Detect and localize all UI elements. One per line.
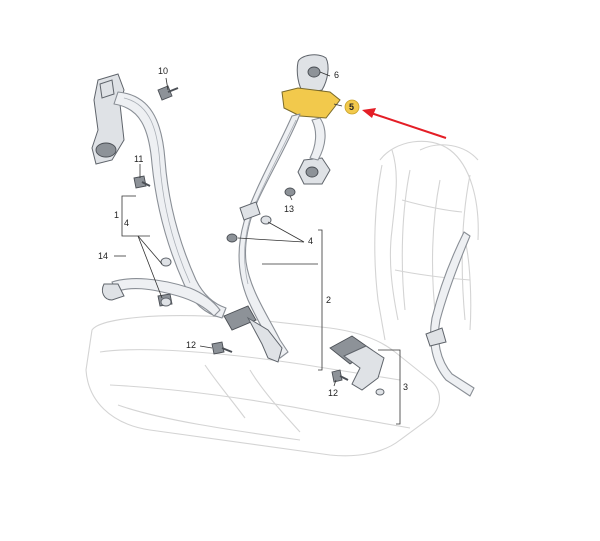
red-arrow	[362, 108, 447, 139]
highlighted-part-5	[281, 87, 341, 119]
callout-3: 3	[403, 382, 408, 392]
callout-4-center: 4	[308, 236, 313, 246]
callout-6: 6	[334, 70, 339, 80]
callout-1: 1	[114, 210, 119, 220]
callout-labels: 10 11 1 4 14 12 6 5 13 4 2 3 12	[98, 66, 408, 398]
callout-12-left: 12	[186, 340, 196, 350]
callout-11: 11	[134, 154, 143, 164]
callout-14: 14	[98, 251, 108, 261]
middle-seat-belt	[211, 54, 341, 363]
callout-12-right: 12	[328, 388, 338, 398]
rear-seat-outline	[85, 140, 479, 457]
callout-13: 13	[284, 204, 294, 214]
leader-lines	[114, 71, 401, 425]
callout-10: 10	[158, 66, 168, 76]
right-side-belt	[425, 231, 475, 397]
callout-2: 2	[326, 295, 331, 305]
left-seat-belt	[91, 73, 227, 319]
right-buckle	[329, 335, 385, 396]
callout-4-left: 4	[124, 218, 129, 228]
callout-5-badge	[344, 99, 360, 115]
callout-5: 5	[349, 102, 354, 112]
